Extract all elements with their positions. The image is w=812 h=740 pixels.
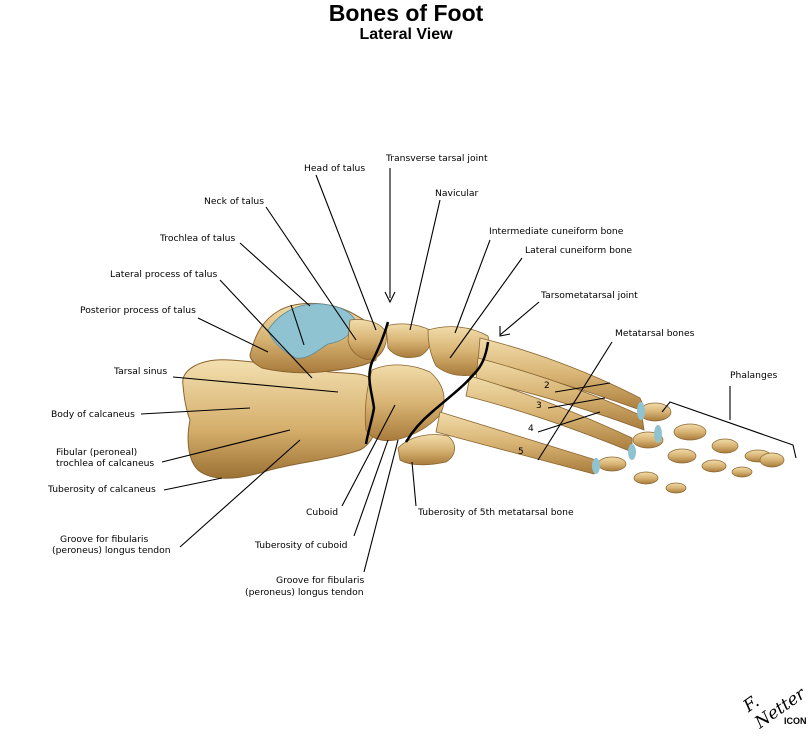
- metatarsal-shaft: [435, 411, 597, 475]
- phalanx: [667, 448, 697, 464]
- label-groove-bottom-2: (peroneus) longus tendon: [245, 587, 364, 598]
- metatarsal-number-4: 4: [528, 424, 534, 434]
- label-posterior-process-talus: Posterior process of talus: [80, 305, 196, 316]
- leader-line: [411, 461, 417, 507]
- leader-line: [265, 206, 357, 341]
- leader-line: [554, 382, 611, 393]
- phalanges-bracket: [661, 401, 797, 459]
- label-fibular-trochlea-1: Fibular (peroneal): [56, 447, 138, 458]
- arrow-tarsometatarsal: [499, 326, 511, 337]
- label-tuberosity-calcaneus: Tuberosity of calcaneus: [48, 484, 156, 495]
- label-navicular: Navicular: [435, 188, 479, 199]
- leader-line: [219, 279, 313, 379]
- metatarsal-shaft: [475, 357, 645, 431]
- phalanx: [665, 482, 687, 494]
- leader-line: [179, 439, 301, 548]
- leader-line: [239, 242, 311, 307]
- leader-line: [341, 404, 396, 507]
- leader-line: [409, 199, 441, 331]
- leader-line: [163, 477, 223, 491]
- label-metatarsal-bones: Metatarsal bones: [615, 328, 695, 339]
- label-groove-bottom-1: Groove for fibularis: [276, 575, 365, 586]
- leader-line: [499, 301, 540, 336]
- phalanx: [711, 438, 739, 454]
- leader-line: [454, 239, 491, 334]
- leader-line: [161, 429, 291, 463]
- phalanges-group: [592, 402, 785, 494]
- label-groove-left-1: Groove for fibularis: [60, 534, 149, 545]
- label-cuboid: Cuboid: [306, 507, 339, 518]
- phalanx: [597, 456, 627, 472]
- label-fibular-trochlea-2: trochlea of calcaneus: [56, 458, 155, 469]
- metatarsal-number-2: 2: [544, 381, 550, 391]
- phalanx: [673, 423, 707, 441]
- phalanx: [731, 466, 753, 478]
- leader-line: [363, 439, 399, 573]
- leader-line: [172, 376, 339, 393]
- label-trochlea-of-talus: Trochlea of talus: [160, 233, 236, 244]
- label-lateral-process-talus: Lateral process of talus: [110, 269, 218, 280]
- navicular-bone: [385, 323, 432, 358]
- trochlea-cartilage: [267, 303, 357, 359]
- calcaneus-bone: [182, 359, 381, 479]
- leader-line: [290, 304, 305, 346]
- tarsometatarsal-joint-line: [404, 341, 490, 443]
- leader-line: [197, 317, 269, 353]
- diagram-subtitle: Lateral View: [359, 26, 453, 43]
- label-tuberosity-5th-metatarsal: Tuberosity of 5th metatarsal bone: [418, 507, 574, 518]
- leader-line: [140, 407, 251, 415]
- phalanx: [759, 452, 785, 468]
- metatarsal-number-5: 5: [518, 447, 524, 457]
- metatarsal-number-3: 3: [536, 401, 542, 411]
- phalanx: [701, 459, 727, 473]
- arrow-transverse: [384, 291, 396, 304]
- phalanx: [633, 471, 659, 485]
- label-tarsal-sinus: Tarsal sinus: [114, 366, 168, 377]
- label-body-of-calcaneus: Body of calcaneus: [51, 409, 135, 420]
- label-tarsometatarsal-joint: Tarsometatarsal joint: [541, 290, 638, 301]
- leader-line: [315, 174, 377, 331]
- label-tuberosity-cuboid: Tuberosity of cuboid: [255, 540, 348, 551]
- joint-cartilage: [654, 425, 662, 443]
- transverse-tarsal-joint-line: [364, 321, 390, 445]
- leader-line: [449, 257, 523, 359]
- label-lateral-cuneiform: Lateral cuneiform bone: [525, 245, 633, 256]
- signature-mark: ICON: [784, 716, 807, 726]
- label-transverse-tarsal-joint: Transverse tarsal joint: [386, 153, 488, 164]
- label-head-of-talus: Head of talus: [304, 163, 366, 174]
- label-neck-of-talus: Neck of talus: [204, 196, 264, 207]
- cuboid-bone: [364, 364, 445, 442]
- joint-cartilage: [592, 458, 600, 474]
- fifth-metatarsal-base: [397, 434, 455, 466]
- artist-signature: F. Netter ICON: [726, 672, 809, 734]
- leader-line: [547, 397, 606, 409]
- label-groove-left-2: (peroneus) longus tendon: [52, 545, 171, 556]
- joint-cartilage: [628, 444, 636, 460]
- leader-line: [353, 439, 389, 537]
- joint-cartilage: [637, 402, 645, 420]
- leader-line: [537, 341, 613, 461]
- leader-lines: [140, 168, 797, 573]
- leader-line: [537, 411, 601, 433]
- diagram-title: Bones of Foot: [328, 0, 484, 26]
- label-phalanges: Phalanges: [730, 370, 778, 381]
- label-intermediate-cuneiform: Intermediate cuneiform bone: [489, 226, 624, 237]
